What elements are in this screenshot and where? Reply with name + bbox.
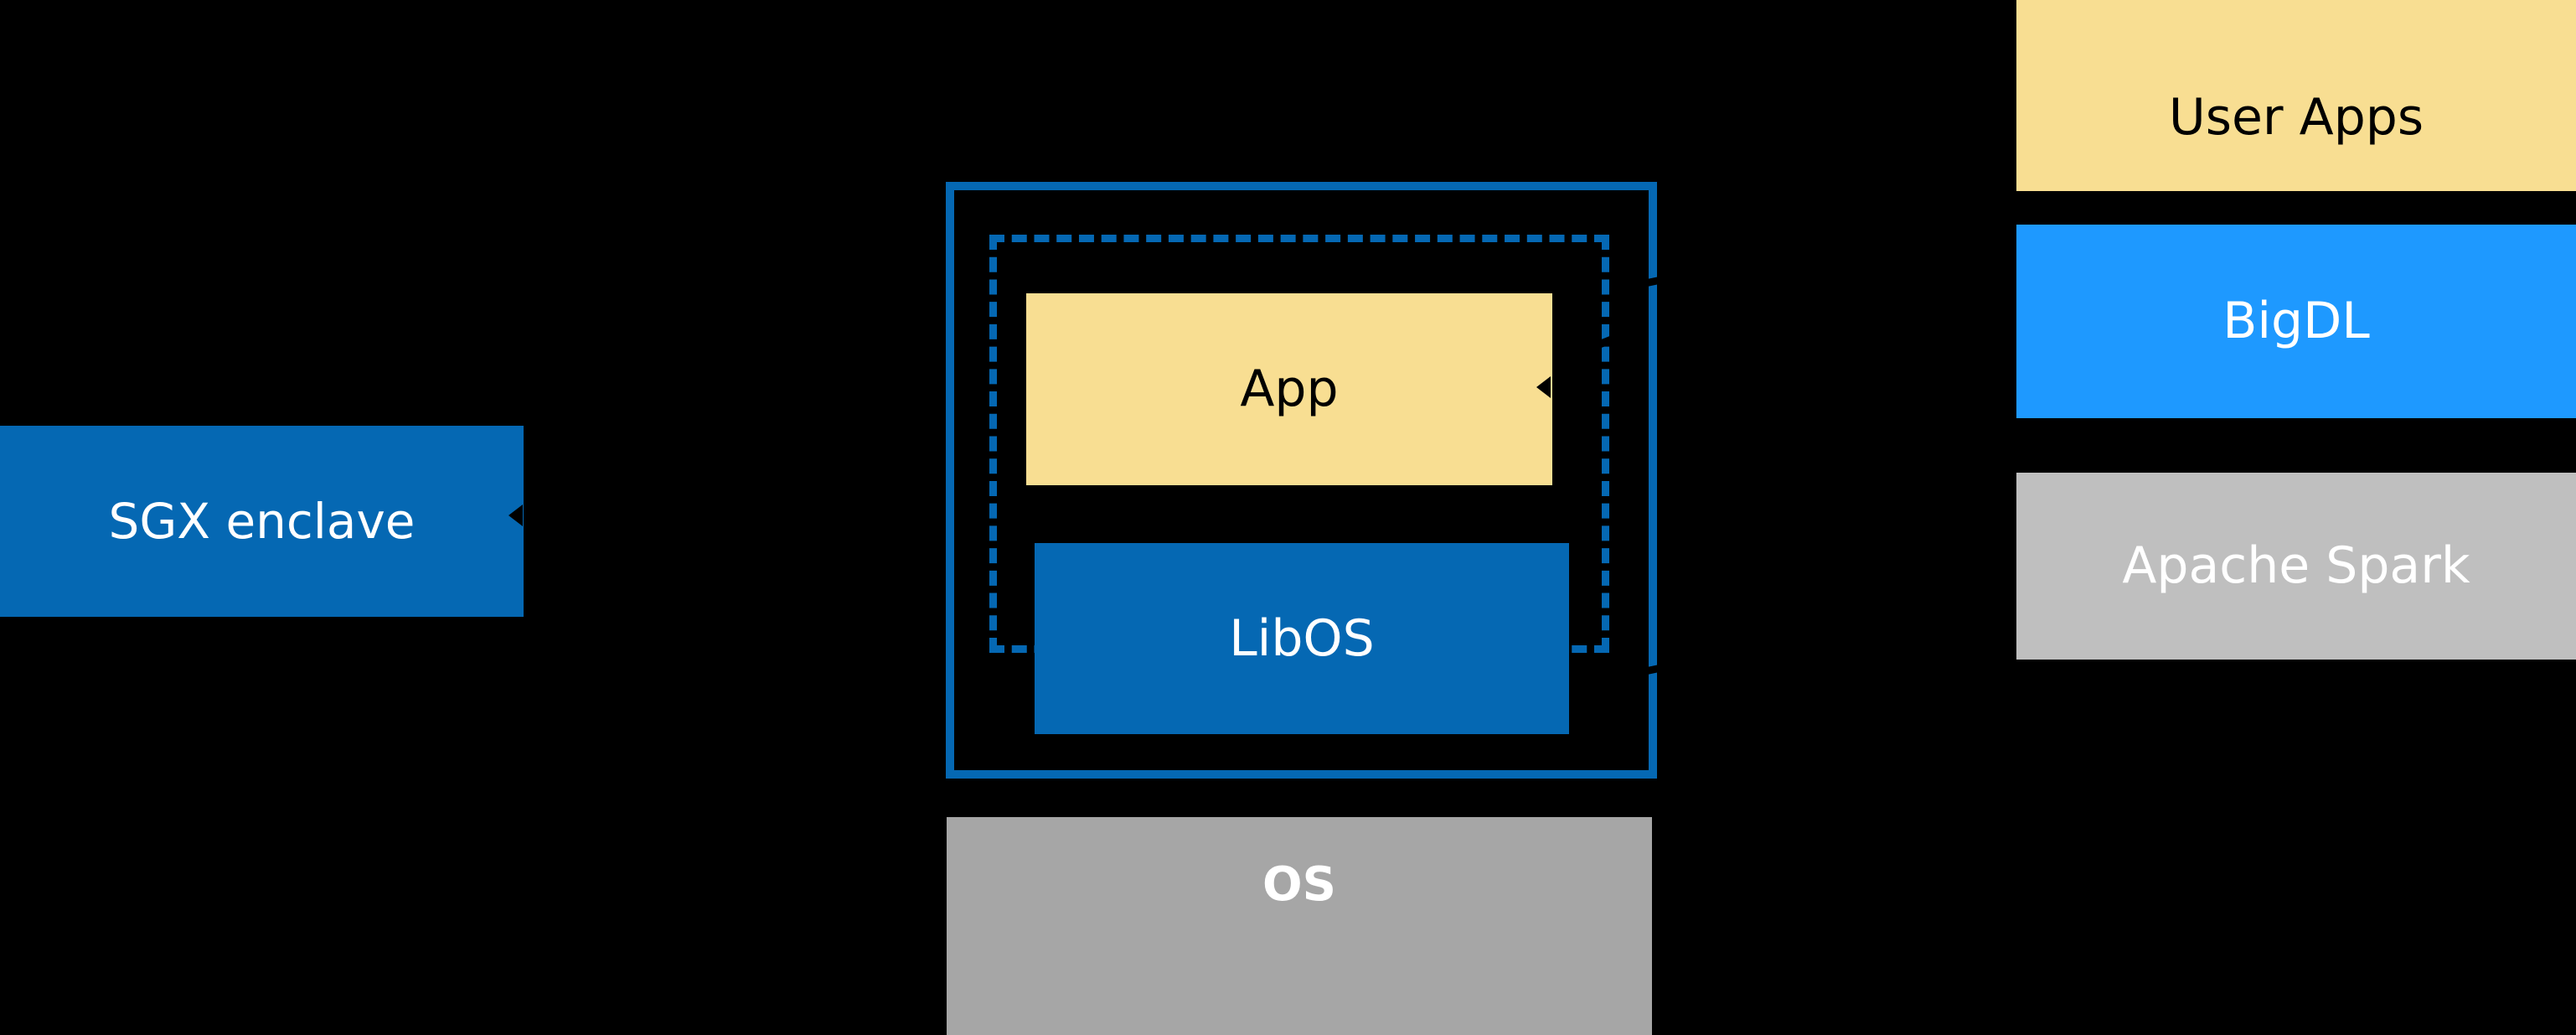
enclave-solid-boundary [946,182,1657,779]
bigdl-label: BigDL [2222,292,2370,350]
os-box: OS [947,817,1652,1035]
sgx-enclave-arrowhead-icon [508,505,523,526]
app-label: App [1240,360,1339,418]
libos-label: LibOS [1229,608,1375,668]
user-apps-box: User Apps [2016,0,2576,191]
sgx-enclave-box: SGX enclave [0,426,524,617]
app-box: App [1026,293,1552,485]
apache-spark-label: Apache Spark [2122,536,2470,595]
bigdl-box: BigDL [2016,225,2576,418]
os-label: OS [1262,857,1336,912]
app-arrowhead-icon [1536,376,1551,398]
libos-box: LibOS [1035,543,1569,734]
sgx-enclave-label: SGX enclave [108,492,416,550]
user-apps-label: User Apps [2168,88,2424,147]
apache-spark-box: Apache Spark [2016,473,2576,660]
